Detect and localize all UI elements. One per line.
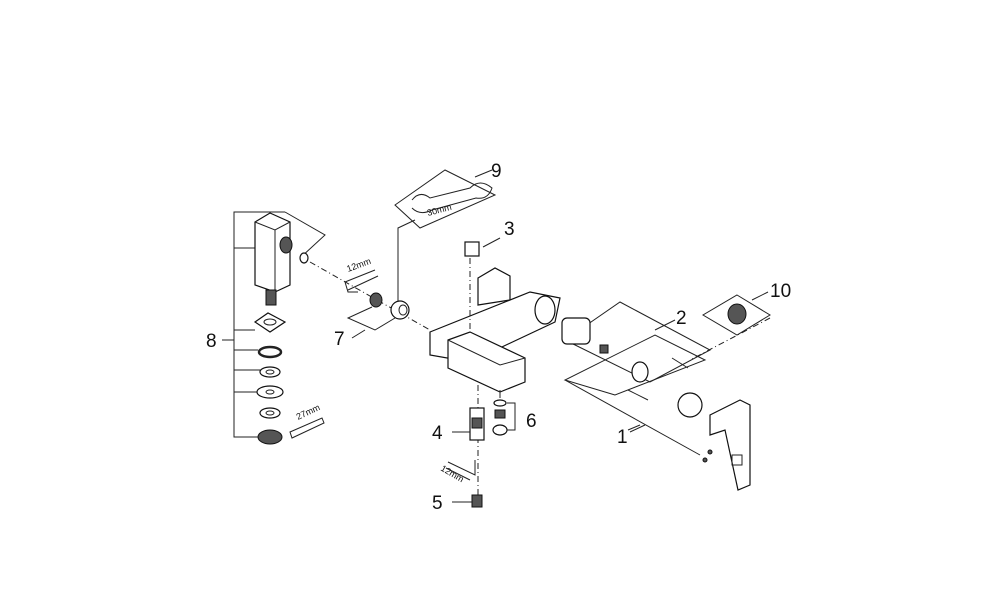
tool-size-12mm-bottom: 12mm xyxy=(439,463,466,484)
tool-size-12mm-top: 12mm xyxy=(345,256,372,274)
part-7-union-nut: 12mm xyxy=(309,256,431,331)
callout-1: 1 xyxy=(617,427,628,448)
callout-7: 7 xyxy=(334,329,345,350)
callout-2: 2 xyxy=(676,308,687,329)
callout-3: 3 xyxy=(504,219,515,240)
callout-10: 10 xyxy=(770,281,791,302)
callout-4: 4 xyxy=(432,423,443,444)
callout-6: 6 xyxy=(526,411,537,432)
part-8-wall-connector: 27mm xyxy=(233,211,326,445)
part-1-2-handle-cartridge xyxy=(561,301,751,491)
callout-9: 9 xyxy=(491,161,502,182)
part-4-5-diverter: 12mm xyxy=(439,407,485,508)
tool-size-27mm: 27mm xyxy=(295,402,322,422)
faucet-body xyxy=(429,241,561,495)
callout-5: 5 xyxy=(432,493,443,514)
part-6-aerator xyxy=(492,390,516,436)
part-10-button xyxy=(689,291,771,361)
callout-8: 8 xyxy=(206,331,217,352)
